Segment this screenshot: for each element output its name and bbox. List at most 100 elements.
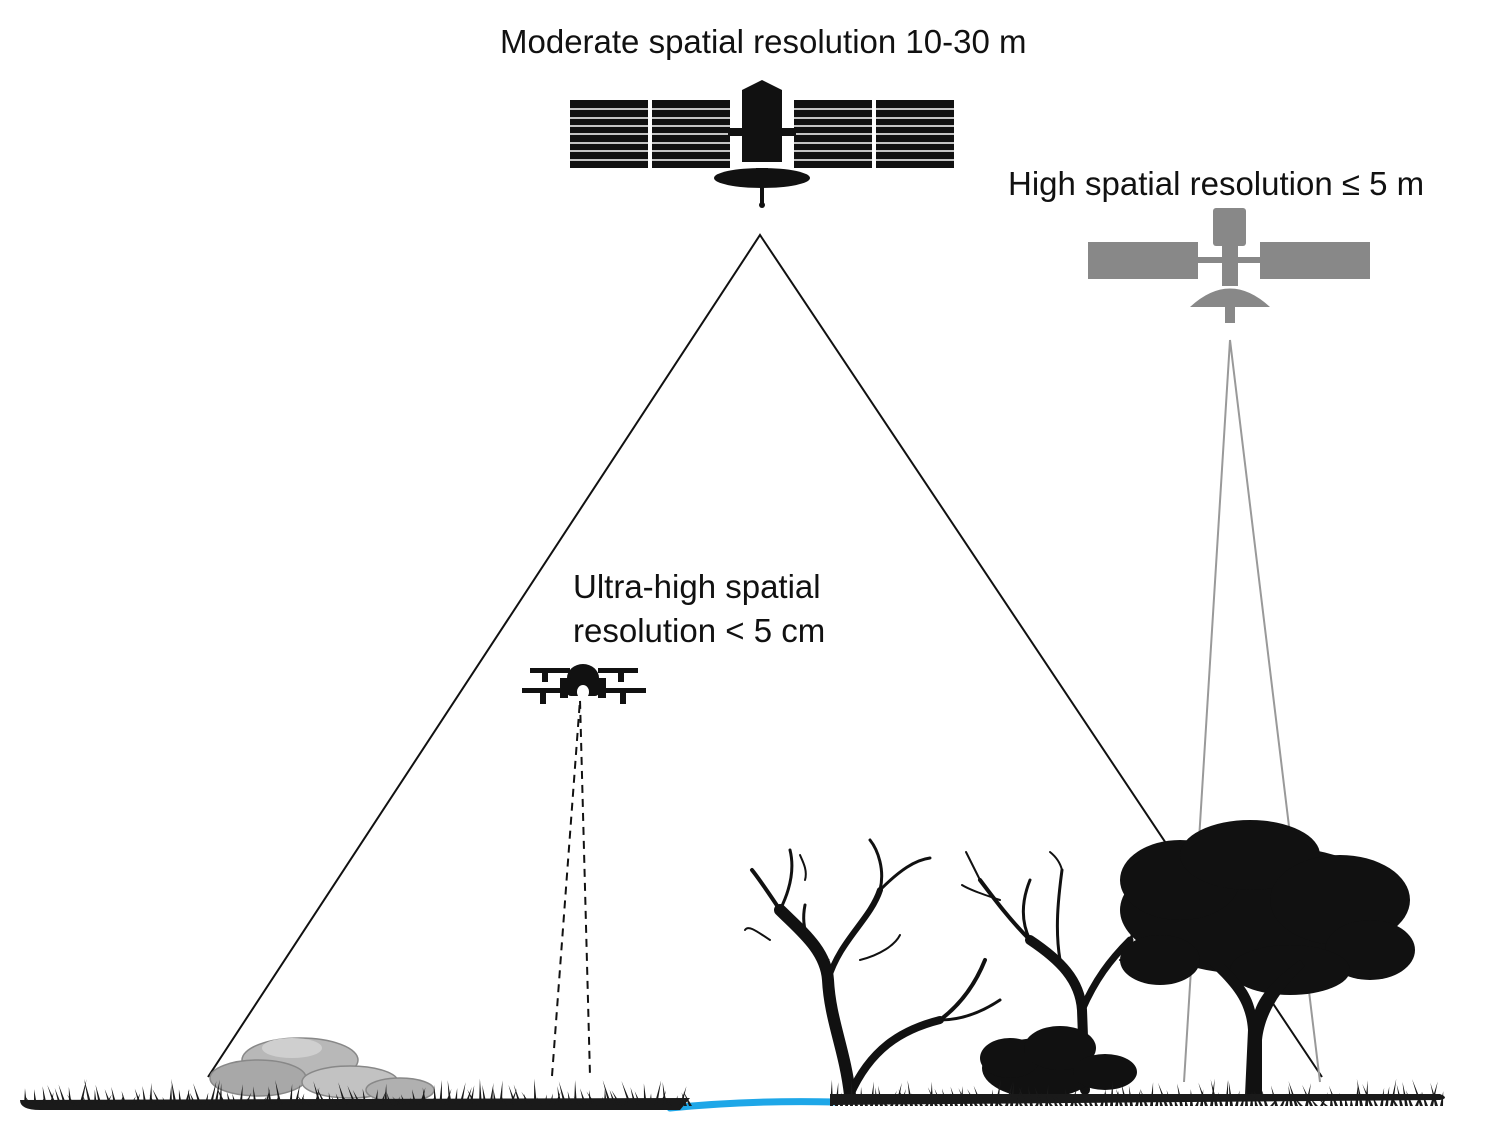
grass-blade xyxy=(1372,1095,1378,1106)
grass-blade xyxy=(1389,1093,1398,1106)
grass-blade xyxy=(927,1087,938,1106)
grass-blade xyxy=(386,1092,392,1106)
grass-blade xyxy=(313,1081,322,1106)
grass-blade xyxy=(79,1079,87,1106)
drone-footprint xyxy=(551,699,591,1077)
grass-blade xyxy=(573,1096,582,1106)
grass-blade xyxy=(1056,1096,1063,1106)
grass-blade xyxy=(121,1090,127,1106)
grass-blade xyxy=(1005,1081,1013,1106)
grass-blade xyxy=(1045,1097,1053,1106)
grass-blade xyxy=(1082,1095,1088,1106)
grass-blade xyxy=(930,1081,933,1106)
grass-blade xyxy=(289,1083,293,1106)
grass-blade xyxy=(501,1096,507,1106)
grass-blade xyxy=(454,1088,458,1106)
grass-blade xyxy=(1225,1079,1229,1106)
grass-blade xyxy=(314,1087,320,1106)
grass-blade xyxy=(171,1078,177,1106)
dead-tree-icon xyxy=(744,838,1002,1101)
grass-blade xyxy=(835,1082,839,1106)
grass-blade xyxy=(104,1089,112,1106)
grass-blade xyxy=(558,1081,567,1106)
grass-blade xyxy=(621,1080,632,1106)
grass-blade xyxy=(58,1084,67,1106)
grass-blade xyxy=(664,1096,672,1106)
grass-blade xyxy=(335,1093,342,1106)
high-resolution-label: High spatial resolution ≤ 5 m xyxy=(1008,165,1425,202)
grass-blade xyxy=(662,1081,667,1106)
grass-blade xyxy=(328,1092,332,1106)
grass-blade xyxy=(1309,1097,1318,1106)
grass-blade xyxy=(129,1096,136,1106)
grass-blade xyxy=(521,1091,532,1106)
grass-blade xyxy=(995,1078,1001,1106)
grass-blade xyxy=(1344,1096,1348,1106)
grass-blade xyxy=(189,1092,197,1106)
grass-blade xyxy=(973,1085,983,1106)
grass-blade xyxy=(84,1078,92,1106)
grass-blade xyxy=(216,1086,227,1106)
grass-blade xyxy=(1087,1095,1093,1106)
grass-blade xyxy=(169,1084,172,1106)
grass-blade xyxy=(184,1089,190,1106)
grass-blade xyxy=(1105,1088,1108,1106)
grass-blade xyxy=(1356,1079,1363,1106)
grass-blade xyxy=(447,1080,452,1106)
grass-blade xyxy=(1250,1091,1253,1106)
grass-blade xyxy=(1285,1093,1289,1106)
grass-blade xyxy=(204,1092,209,1106)
grass-blade xyxy=(634,1091,642,1106)
grass-blade xyxy=(1253,1090,1263,1106)
grass-blade xyxy=(66,1094,77,1106)
ultra-label-line1: Ultra-high spatial xyxy=(573,568,821,605)
moderate-footprint xyxy=(207,233,1323,1078)
grass-blade xyxy=(209,1080,217,1106)
grass-blade xyxy=(392,1096,402,1106)
grass-blade xyxy=(193,1083,202,1106)
grass-blade xyxy=(341,1094,352,1106)
grass-blade xyxy=(611,1090,622,1106)
drone-icon xyxy=(522,664,646,704)
grass-blade xyxy=(134,1088,142,1106)
grass-blade xyxy=(1155,1093,1159,1106)
grass-blade xyxy=(142,1085,147,1106)
grass-blade xyxy=(1270,1085,1278,1106)
grass-blade xyxy=(681,1092,687,1106)
grass-blade xyxy=(232,1093,237,1106)
grass-blade xyxy=(1350,1097,1353,1106)
grass-blade xyxy=(879,1096,888,1106)
moderate-satellite-icon xyxy=(570,80,954,208)
grass-blade xyxy=(316,1088,327,1106)
grass-blade xyxy=(649,1093,652,1106)
grass-blade xyxy=(567,1091,572,1106)
grass-blade xyxy=(94,1089,97,1106)
grass-blade xyxy=(1412,1079,1423,1106)
grass-blade xyxy=(493,1087,497,1106)
grass-blade xyxy=(83,1095,87,1106)
grass-blade xyxy=(331,1096,337,1106)
grass-blade xyxy=(969,1097,973,1106)
grass-blade xyxy=(1396,1084,1403,1106)
grass-blade xyxy=(1198,1082,1208,1106)
grass-blade xyxy=(296,1094,307,1106)
grass-blade xyxy=(950,1086,958,1106)
grass-blade xyxy=(422,1087,427,1106)
grass-blade xyxy=(1288,1085,1293,1106)
grass-blade xyxy=(1440,1091,1444,1106)
grass-blade xyxy=(907,1080,913,1106)
grass-blade xyxy=(409,1097,412,1106)
grass-blade xyxy=(464,1087,472,1106)
grass-blade xyxy=(1174,1097,1178,1106)
grass-blade xyxy=(149,1095,157,1106)
grass-blade xyxy=(1254,1096,1258,1106)
grass-blade xyxy=(1158,1082,1168,1106)
grass-blade xyxy=(1339,1092,1343,1106)
grass-blade xyxy=(934,1088,943,1106)
grass-blade xyxy=(537,1097,542,1106)
grass-blade xyxy=(1305,1083,1311,1106)
grass-blade xyxy=(1330,1093,1333,1106)
grass-blade xyxy=(1093,1095,1098,1106)
grass-blade xyxy=(557,1086,562,1106)
